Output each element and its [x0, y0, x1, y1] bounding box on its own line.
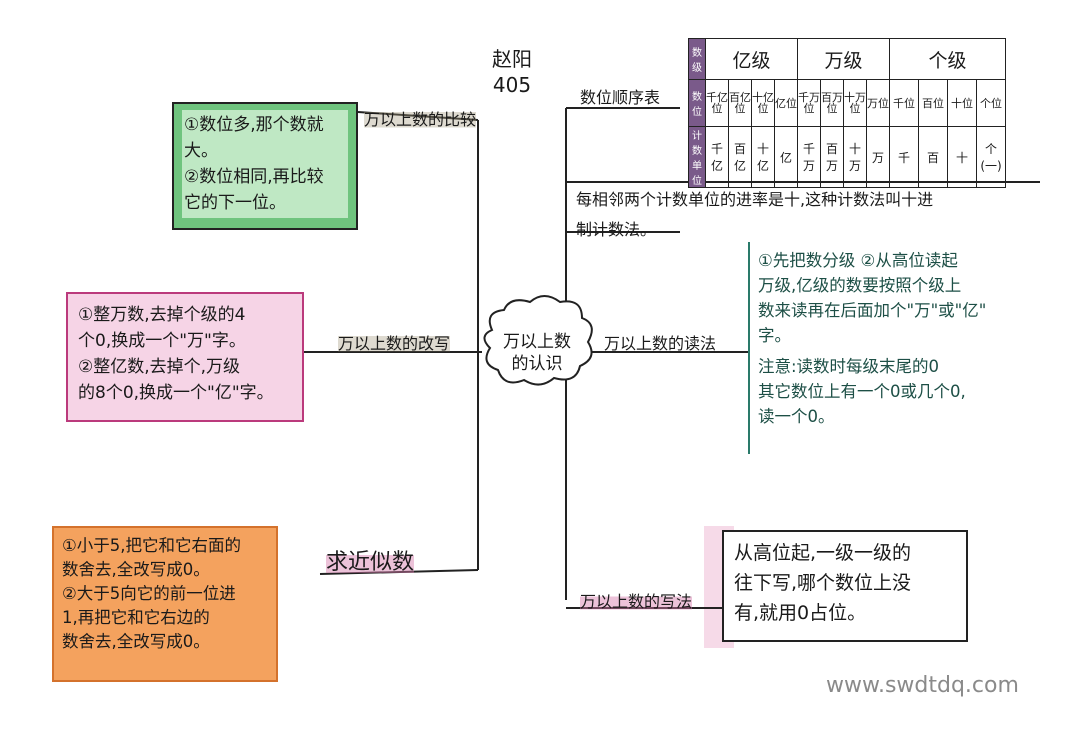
- branch-approximate: 求近似数: [326, 544, 415, 576]
- unit-cell: 百亿: [728, 126, 752, 188]
- branch-reading: 万以上数的读法: [604, 334, 717, 353]
- reading-line-3: 数来读再在后面加个"万"或"亿": [758, 301, 987, 320]
- unit-cell: 亿: [774, 126, 798, 188]
- reading-box: ①先把数分级 ②从高位读起 万级,亿级的数要按照个级上 数来读再在后面加个"万"…: [748, 242, 1048, 454]
- reading-line-7: 读一个0。: [758, 407, 835, 426]
- position-cell: 千亿位: [705, 79, 729, 127]
- place-value-table: 数级 亿级 万级 个级 数位 千亿位 百亿位 十亿位 亿位 千万位 百万位 十万…: [688, 38, 1006, 188]
- central-topic-line1: 万以上数: [503, 332, 571, 352]
- position-cell: 十万位: [843, 79, 867, 127]
- rewrite-line-1: ①整万数,去掉个级的4: [78, 305, 246, 325]
- approx-line-2: 数舍去,全改写成0。: [62, 560, 210, 579]
- position-cell: 十亿位: [751, 79, 775, 127]
- unit-cell: 千亿: [705, 126, 729, 188]
- approx-line-1: ①小于5,把它和它右面的: [62, 536, 242, 555]
- unit-cell: 千万: [797, 126, 821, 188]
- reading-line-5: 注意:读数时每级末尾的0: [758, 357, 940, 376]
- level-ge: 个级: [889, 38, 1006, 80]
- author-number: 405: [492, 73, 532, 97]
- branch-compare: 万以上数的比较: [364, 106, 477, 130]
- unit-cell: 个(一): [976, 126, 1006, 188]
- unit-cell: 十亿: [751, 126, 775, 188]
- author-label: 赵阳 405: [482, 46, 542, 98]
- unit-cell: 千: [889, 126, 919, 188]
- branch-place-order: 数位顺序表: [580, 88, 661, 107]
- reading-line-1: ①先把数分级 ②从高位读起: [758, 251, 958, 270]
- position-cell: 百位: [918, 79, 948, 127]
- branch-writing: 万以上数的写法: [580, 588, 693, 612]
- reading-line-4: 字。: [758, 326, 791, 345]
- position-cell: 万位: [866, 79, 890, 127]
- table-side-unit: 计数单位: [688, 126, 706, 188]
- table-side-level: 数级: [688, 38, 706, 80]
- branch-rewrite: 万以上数的改写: [338, 330, 451, 354]
- rewrite-line-4: 的8个0,换成一个"亿"字。: [78, 383, 274, 403]
- approx-line-4: 1,再把它和它右边的: [62, 608, 210, 627]
- level-yi: 亿级: [705, 38, 798, 80]
- position-cell: 十位: [947, 79, 977, 127]
- writing-line-3: 有,就用0占位。: [734, 602, 867, 624]
- rewrite-line-2: 个0,换成一个"万"字。: [78, 331, 246, 351]
- rewrite-box: ①整万数,去掉个级的4 个0,换成一个"万"字。 ②整亿数,去掉个,万级 的8个…: [66, 292, 304, 422]
- compare-line-3: ②数位相同,再比较: [184, 167, 324, 187]
- rewrite-line-3: ②整亿数,去掉个,万级: [78, 357, 241, 377]
- reading-line-6: 其它数位上有一个0或几个0,: [758, 382, 966, 401]
- unit-cell: 百万: [820, 126, 844, 188]
- table-side-position: 数位: [688, 79, 706, 127]
- compare-line-4: 它的下一位。: [184, 193, 286, 213]
- position-cell: 亿位: [774, 79, 798, 127]
- compare-line-2: 大。: [184, 141, 218, 161]
- compare-box: ①数位多,那个数就 大。 ②数位相同,再比较 它的下一位。: [172, 102, 358, 230]
- author-name: 赵阳: [492, 47, 532, 71]
- central-topic: 万以上数 的认识: [482, 318, 592, 388]
- writing-box: 从高位起,一级一级的 往下写,哪个数位上没 有,就用0占位。: [704, 526, 968, 648]
- decimal-system-line1: 每相邻两个计数单位的进率是十,这种计数法叫十进: [576, 190, 934, 209]
- position-cell: 百亿位: [728, 79, 752, 127]
- unit-cell: 万: [866, 126, 890, 188]
- central-topic-line2: 的认识: [511, 354, 563, 374]
- unit-cell: 百: [918, 126, 948, 188]
- position-cell: 千万位: [797, 79, 821, 127]
- writing-line-2: 往下写,哪个数位上没: [734, 572, 912, 594]
- position-cell: 百万位: [820, 79, 844, 127]
- reading-line-2: 万级,亿级的数要按照个级上: [758, 276, 962, 295]
- watermark: www.swdtdq.com: [826, 673, 1019, 698]
- level-wan: 万级: [797, 38, 890, 80]
- approx-line-3: ②大于5向它的前一位进: [62, 584, 236, 603]
- unit-cell: 十: [947, 126, 977, 188]
- unit-cell: 十万: [843, 126, 867, 188]
- position-cell: 个位: [976, 79, 1006, 127]
- approximate-box: ①小于5,把它和它右面的 数舍去,全改写成0。 ②大于5向它的前一位进 1,再把…: [52, 526, 278, 682]
- decimal-system-line2: 制计数法。: [576, 220, 657, 239]
- writing-line-1: 从高位起,一级一级的: [734, 542, 912, 564]
- approx-line-5: 数舍去,全改写成0。: [62, 632, 210, 651]
- position-cell: 千位: [889, 79, 919, 127]
- compare-line-1: ①数位多,那个数就: [184, 115, 324, 135]
